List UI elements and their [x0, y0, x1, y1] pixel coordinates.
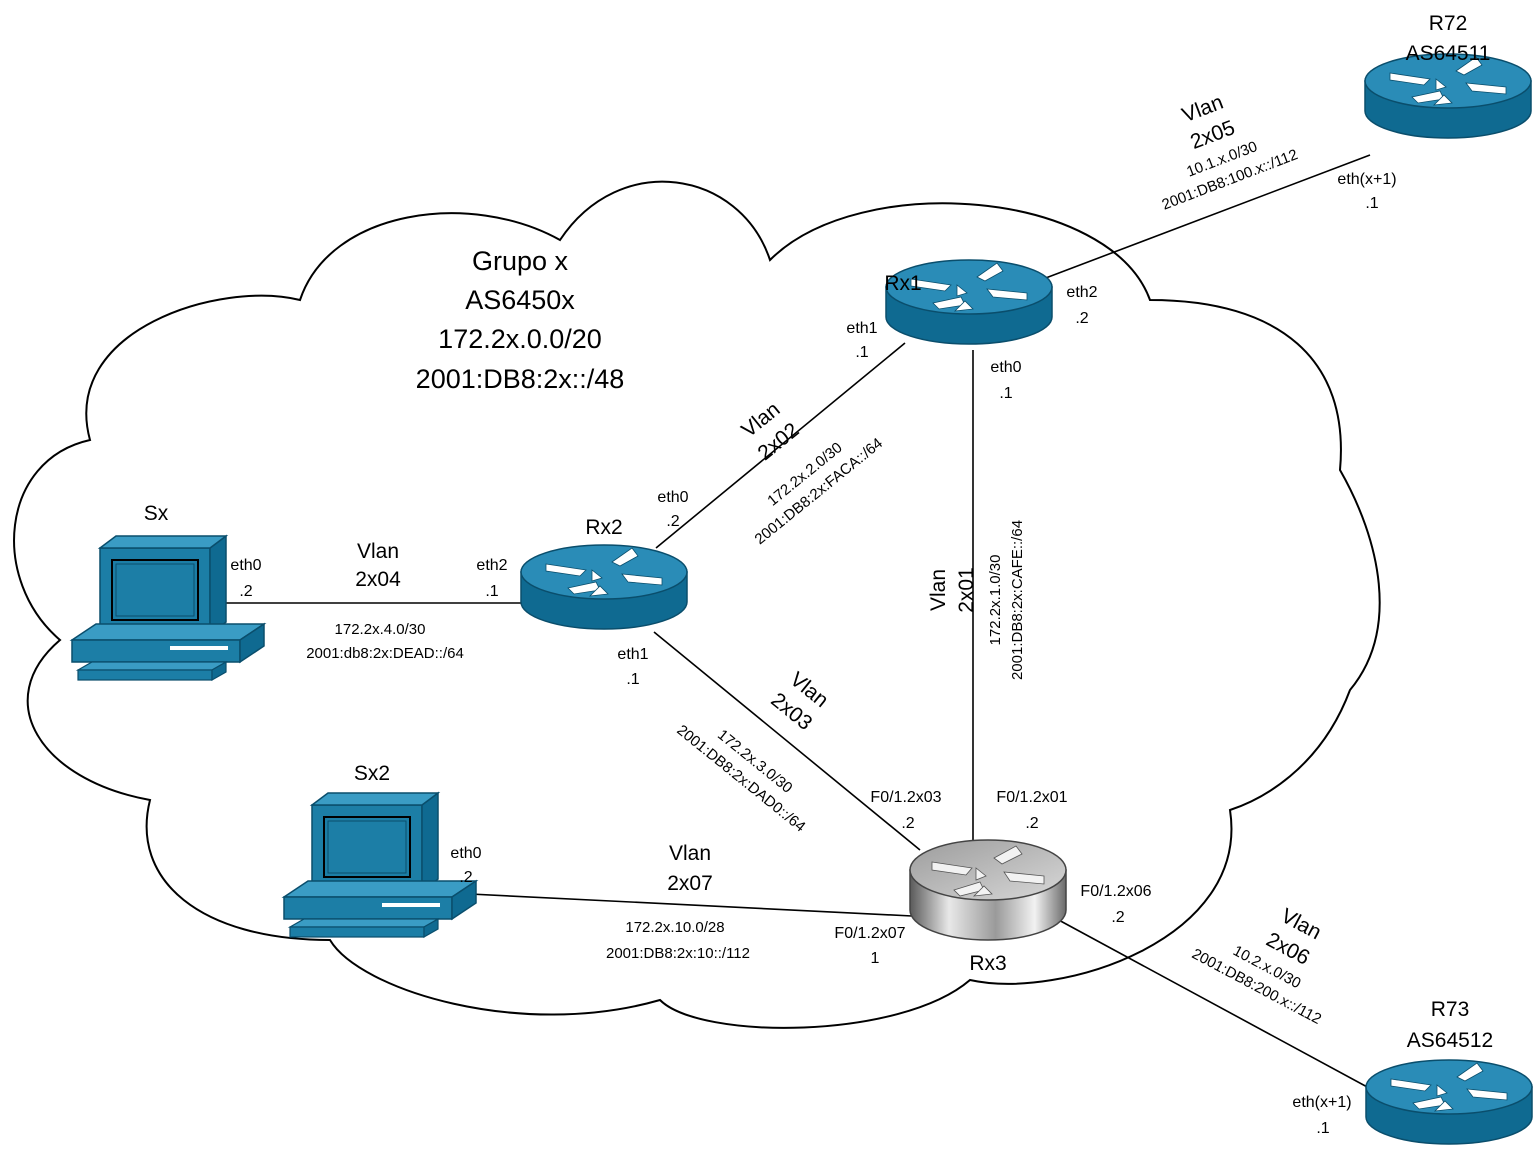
- router-rx2-icon[interactable]: [520, 544, 688, 630]
- layer3-switch-rx3-icon[interactable]: [909, 839, 1067, 941]
- rx1-eth0-addr: .1: [999, 385, 1012, 402]
- sx2-eth0-name: eth0: [450, 845, 481, 862]
- router-r73-icon[interactable]: [1365, 1059, 1533, 1145]
- rx2-eth0-name: eth0: [657, 489, 688, 506]
- rx3-f07-name: F0/1.2x07: [834, 925, 905, 942]
- vlan-2x07-ipv4: 172.2x.10.0/28: [625, 919, 724, 936]
- vlan-2x07-title: Vlan: [669, 842, 711, 865]
- rx2-eth2-addr: .1: [485, 583, 498, 600]
- rx2-eth1-addr: .1: [626, 671, 639, 688]
- rx1-eth2-name: eth2: [1066, 284, 1097, 301]
- sx-eth0-name: eth0: [230, 557, 261, 574]
- sx2-name: Sx2: [354, 762, 390, 785]
- r72-eth-name: eth(x+1): [1337, 171, 1396, 188]
- link-sx2-rx3: [449, 892, 913, 917]
- r73-eth-addr: .1: [1316, 1120, 1329, 1137]
- rx1-eth1-addr: .1: [855, 344, 868, 361]
- r73-as: AS64512: [1407, 1029, 1493, 1052]
- links: [208, 154, 1383, 1096]
- rx1-name: Rx1: [884, 272, 921, 295]
- r73-name: R73: [1431, 998, 1470, 1021]
- rx3-f06-addr: .2: [1111, 909, 1124, 926]
- vlan-2x07-label: Vlan 2x07 172.2x.10.0/28 2001:DB8:2x:10:…: [606, 842, 750, 962]
- vlan-2x04-label: Vlan 2x04 172.2x.4.0/30 2001:db8:2x:DEAD…: [306, 540, 464, 662]
- group-name: Grupo x: [472, 246, 569, 276]
- vlan-2x01-label: Vlan 2x01: [927, 567, 978, 613]
- vlan-2x05-label: Vlan 2x05 10.1.x.0/30 2001:DB8:100.x::/1…: [1160, 91, 1301, 214]
- group-ipv6-prefix: 2001:DB8:2x::/48: [416, 364, 625, 394]
- group-as: AS6450x: [465, 285, 575, 315]
- rx2-eth2-name: eth2: [476, 557, 507, 574]
- rx2-eth1-name: eth1: [617, 646, 648, 663]
- rx3-f03-addr: .2: [901, 815, 914, 832]
- link-rx1-rx2: [655, 342, 906, 549]
- rx1-eth2-addr: .2: [1075, 310, 1088, 327]
- rx1-eth0-name: eth0: [990, 359, 1021, 376]
- vlan-2x01-ipv4: 172.2x.1.0/30: [987, 555, 1004, 646]
- rx1-eth1-name: eth1: [846, 320, 877, 337]
- vlan-2x01-ipv6: 2001:DB8:2x:CAFE::/64: [1009, 520, 1026, 680]
- vlan-2x04-ipv4: 172.2x.4.0/30: [335, 621, 426, 638]
- rx3-name: Rx3: [969, 952, 1006, 975]
- vlan-2x04-title: Vlan: [357, 540, 399, 563]
- rx3-f07-addr: 1: [871, 950, 880, 967]
- rx3-f01-addr: .2: [1025, 815, 1038, 832]
- sx-name: Sx: [144, 502, 169, 525]
- vlan-2x01-addr: 172.2x.1.0/30 2001:DB8:2x:CAFE::/64: [987, 520, 1026, 680]
- rx3-f06-name: F0/1.2x06: [1080, 883, 1151, 900]
- r72-as: AS64511: [1406, 42, 1491, 65]
- rx2-eth0-addr: .2: [666, 513, 679, 530]
- r72-name: R72: [1429, 12, 1468, 35]
- as-group-label: Grupo x AS6450x 172.2x.0.0/20 2001:DB8:2…: [416, 246, 625, 394]
- rx2-name: Rx2: [585, 516, 622, 539]
- vlan-2x07-ipv6: 2001:DB8:2x:10::/112: [606, 945, 750, 962]
- rx3-f01-name: F0/1.2x01: [996, 789, 1067, 806]
- vlan-2x04-ipv6: 2001:db8:2x:DEAD::/64: [306, 645, 464, 662]
- r73-eth-name: eth(x+1): [1292, 1094, 1351, 1111]
- vlan-2x01-id: 2x01: [955, 567, 978, 613]
- link-rx1-r72: [1021, 154, 1371, 288]
- vlan-2x04-id: 2x04: [355, 568, 401, 591]
- link-rx2-rx3: [653, 631, 921, 851]
- r72-eth-addr: .1: [1365, 195, 1378, 212]
- sx2-eth0-addr: .2: [459, 869, 472, 886]
- rx3-f03-name: F0/1.2x03: [870, 789, 941, 806]
- vlan-2x07-id: 2x07: [667, 872, 713, 895]
- sx-eth0-addr: .2: [239, 583, 252, 600]
- router-r72-icon[interactable]: [1364, 53, 1532, 139]
- link-rx3-r73: [1054, 917, 1383, 1096]
- group-ipv4-prefix: 172.2x.0.0/20: [438, 324, 602, 354]
- interface-labels: eth(x+1) .1 eth2 .2 eth1 .1 eth0 .1 eth0…: [230, 171, 1396, 1137]
- vlan-2x01-title: Vlan: [927, 569, 950, 611]
